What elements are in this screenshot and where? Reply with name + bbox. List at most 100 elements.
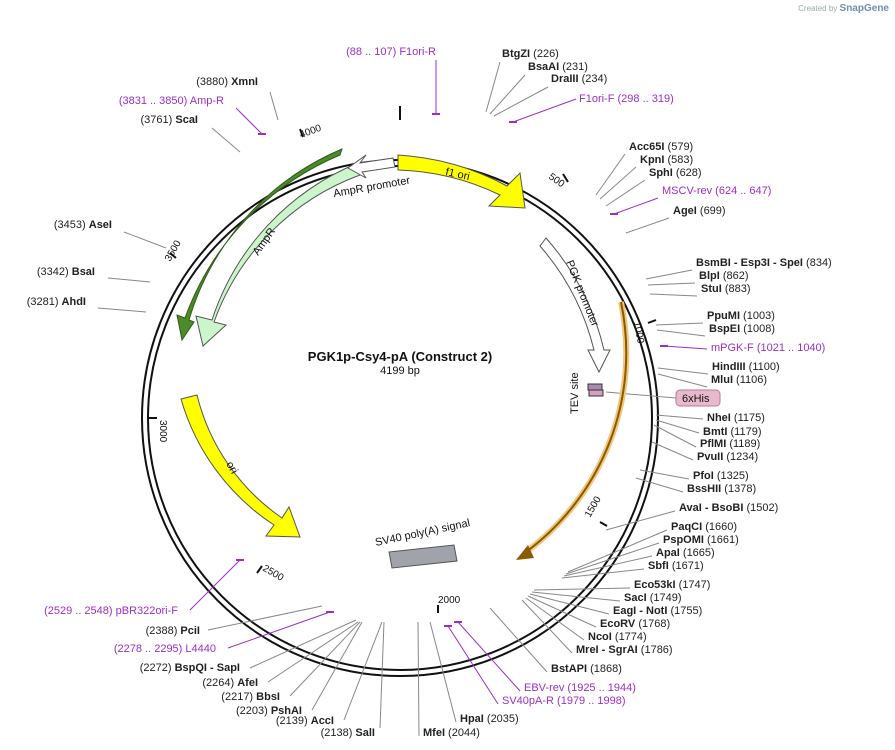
pgk-promoter-arrow[interactable] [539, 237, 611, 374]
primer-label-left-9[interactable]: (2278 .. 2295) L4440 [114, 643, 216, 655]
site-label-left-11[interactable]: (2264) AfeI [202, 677, 258, 689]
primer-label-left-2[interactable]: (3831 .. 3850) Amp-R [119, 95, 224, 107]
pgk-promoter-label: PGK promoter [563, 259, 601, 329]
site-label-right-13[interactable]: BspEI (1008) [709, 323, 775, 335]
site-label-right-1[interactable]: BsaAI (231) [528, 61, 588, 73]
site-label-left-3[interactable]: (3761) ScaI [141, 114, 199, 126]
site-label-right-26[interactable]: ApaI (1665) [656, 547, 715, 559]
sv40-label: SV40 poly(A) signal [374, 517, 471, 549]
site-name: PvuII [697, 451, 723, 463]
site-name: ApaI [656, 547, 680, 559]
site-label-right-24[interactable]: PaqCI (1660) [671, 521, 737, 533]
site-label-right-18[interactable]: BmtI (1179) [703, 426, 762, 438]
site-name: SbfI [648, 560, 669, 572]
leader-line [489, 74, 526, 115]
site-label-right-22[interactable]: BssHII (1378) [687, 483, 756, 495]
primer-label-right-14[interactable]: mPGK-F (1021 .. 1040) [711, 342, 825, 354]
primer-label-right-7[interactable]: MSCV-rev (624 .. 647) [662, 185, 771, 197]
site-label-right-17[interactable]: NheI (1175) [707, 412, 765, 424]
site-name: MreI - SgrAI [576, 644, 638, 656]
site-label-right-38[interactable]: MfeI (2044) [423, 727, 480, 739]
his-badge[interactable] [675, 389, 721, 407]
site-position: (226) [530, 48, 559, 60]
site-position: (1661) [704, 534, 739, 546]
site-label-right-21[interactable]: PfoI (1325) [693, 470, 749, 482]
site-label-right-12[interactable]: PpuMI (1003) [707, 310, 775, 322]
site-label-right-5[interactable]: KpnI (583) [640, 154, 693, 166]
site-label-right-16[interactable]: MluI (1106) [711, 374, 767, 386]
site-label-right-27[interactable]: SbfI (1671) [648, 560, 704, 572]
his-tag-mark[interactable] [588, 389, 604, 397]
site-label-left-12[interactable]: (2217) BbsI [221, 691, 280, 703]
site-label-left-5[interactable]: (3342) BsaI [37, 266, 95, 278]
site-label-right-19[interactable]: PflMI (1189) [700, 438, 760, 450]
site-name: BsaAI [528, 61, 559, 73]
sv40-box[interactable] [388, 544, 458, 569]
site-label-left-10[interactable]: (2272) BspQI - SapI [140, 662, 240, 674]
site-label-right-9[interactable]: BsmBI - Esp3I - SpeI (834) [696, 257, 832, 269]
ampr-arrow[interactable] [195, 162, 361, 347]
site-position: (834) [803, 257, 832, 269]
tick-1500: 1500 [583, 494, 604, 519]
tick-mark-4000 [299, 128, 304, 138]
site-label-right-8[interactable]: AgeI (699) [673, 205, 726, 217]
orf-arc[interactable] [525, 301, 628, 553]
site-label-right-23[interactable]: AvaI - BsoBI (1502) [679, 502, 778, 514]
f1-ori-arrow[interactable] [397, 154, 526, 209]
leader-line [655, 414, 704, 420]
site-label-right-4[interactable]: Acc65I (579) [629, 141, 693, 153]
site-position: (2529 .. 2548) [44, 605, 116, 617]
leader-line [527, 595, 597, 628]
leader-line [529, 593, 610, 615]
site-label-left-15[interactable]: (2138) SalI [321, 727, 375, 739]
leader-line [657, 367, 709, 375]
site-label-left-14[interactable]: (2139) AccI [276, 715, 334, 727]
site-label-left-13[interactable]: (2203) PshAI [236, 705, 302, 717]
ampr-promoter-arrow[interactable] [347, 154, 396, 179]
site-label-right-10[interactable]: BlpI (862) [699, 270, 749, 282]
site-label-right-25[interactable]: PspOMI (1661) [663, 534, 739, 546]
leader-line [189, 559, 241, 611]
tick-3500: 3500 [163, 238, 184, 263]
site-name: PshAI [271, 705, 302, 717]
primer-label-right-36[interactable]: SV40pA-R (1979 .. 1998) [502, 695, 626, 707]
site-label-right-6[interactable]: SphI (628) [649, 167, 702, 179]
leader-line [123, 231, 167, 249]
site-name: EagI - NotI [613, 605, 667, 617]
backbone-inner [147, 165, 653, 671]
primer-marks [236, 113, 668, 627]
site-label-right-2[interactable]: DraIII (234) [551, 73, 607, 85]
site-label-right-31[interactable]: EcoRV (1768) [600, 618, 670, 630]
site-label-right-28[interactable]: Eco53kI (1747) [634, 579, 710, 591]
site-position: (231) [559, 61, 588, 73]
site-label-right-29[interactable]: SacI (1749) [624, 592, 682, 604]
site-position: (1179) [727, 426, 761, 438]
primer-name: SV40pA-R [502, 695, 554, 707]
site-label-right-33[interactable]: MreI - SgrAI (1786) [576, 644, 673, 656]
primer-label-right-35[interactable]: EBV-rev (1925 .. 1944) [524, 682, 636, 694]
site-label-right-37[interactable]: HpaI (2035) [460, 713, 519, 725]
tev-site-mark[interactable] [587, 383, 603, 391]
site-label-right-34[interactable]: BstAPI (1868) [551, 663, 622, 675]
site-label-right-32[interactable]: NcoI (1774) [588, 631, 647, 643]
site-name: NheI [707, 412, 731, 424]
leader-line [657, 373, 708, 388]
leader-line [565, 542, 660, 575]
site-name: PciI [180, 625, 200, 637]
site-label-left-8[interactable]: (2388) PciI [146, 625, 200, 637]
site-label-right-0[interactable]: BtgZI (226) [502, 48, 559, 60]
primer-label-right-3[interactable]: F1ori-F (298 .. 319) [579, 93, 674, 105]
site-label-left-4[interactable]: (3453) AseI [54, 219, 112, 231]
site-label-right-15[interactable]: HindIII (1100) [712, 361, 780, 373]
site-label-left-1[interactable]: (3880) XmnI [196, 76, 258, 88]
site-label-right-30[interactable]: EagI - NotI (1755) [613, 605, 702, 617]
site-label-right-20[interactable]: PvuII (1234) [697, 451, 758, 463]
primer-label-left-0[interactable]: (88 .. 107) F1ori-R [346, 46, 436, 58]
primer-label-left-7[interactable]: (2529 .. 2548) pBR322ori-F [44, 605, 178, 617]
site-position: (1665) [680, 547, 715, 559]
site-label-left-6[interactable]: (3281) AhdI [27, 296, 86, 308]
site-label-right-11[interactable]: StuI (883) [701, 283, 751, 295]
ori-arrow[interactable] [180, 394, 301, 538]
site-position: (883) [722, 283, 751, 295]
leader-line [227, 611, 331, 649]
